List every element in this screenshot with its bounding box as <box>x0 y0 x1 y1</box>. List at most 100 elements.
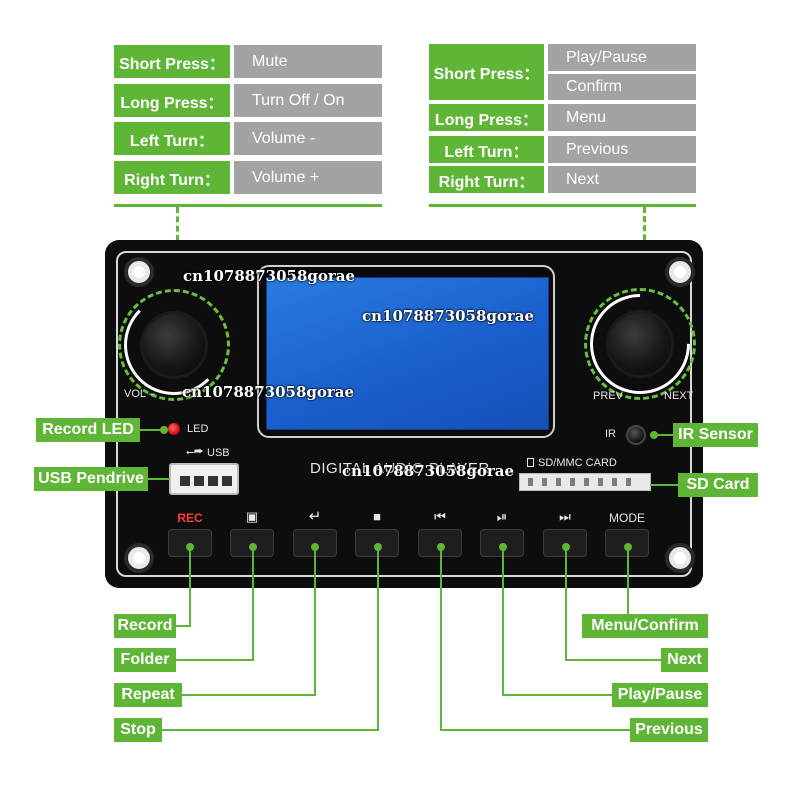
right-knob-prev-label: PREV <box>593 390 623 402</box>
left-knob-guide-ring <box>118 289 230 401</box>
usb-pin <box>180 476 190 486</box>
board-frame <box>116 251 692 577</box>
usb-pendrive-callout: USB Pendrive <box>34 467 148 491</box>
led-label: LED <box>187 423 209 435</box>
board-title: DIGITAL AUDIO PLAYER <box>310 460 490 477</box>
left-left-turn-value: Volume - <box>234 122 382 155</box>
left-short-press-label: Short Press： <box>114 45 230 78</box>
sd-pin <box>570 478 575 486</box>
next-icon: ⏭ <box>559 509 571 524</box>
sd-pin <box>626 478 631 486</box>
next-callout: Next <box>661 648 708 672</box>
right-knob-next-label: NEXT <box>664 390 694 402</box>
stop-icon: ■ <box>373 509 381 524</box>
previous-icon: ⏮ <box>434 509 446 524</box>
play-pause-leader-h <box>502 694 612 696</box>
stop-leader-h <box>162 729 379 731</box>
stop-leader-v <box>377 547 379 731</box>
left-table-underline <box>114 204 382 207</box>
menu-confirm-callout: Menu/Confirm <box>582 614 708 638</box>
sd-card-slot[interactable] <box>519 473 651 491</box>
mount-hole-bottom-left <box>124 543 154 573</box>
sd-pin <box>542 478 547 486</box>
right-short-press-value-2: Confirm <box>548 74 696 100</box>
rec-button-label: REC <box>177 511 203 525</box>
left-right-turn-value: Volume + <box>234 161 382 194</box>
sd-card-callout: SD Card <box>678 473 758 497</box>
record-leader-v <box>189 547 191 627</box>
watermark: cn1078873058gorae <box>182 383 355 401</box>
folder-leader-h <box>174 659 254 661</box>
right-short-press-label: Short Press： <box>429 44 544 100</box>
next-leader-h <box>565 659 661 661</box>
play-pause-icon: ⏯ <box>496 509 508 524</box>
usb-pin <box>194 476 204 486</box>
ir-sensor <box>626 425 646 445</box>
record-led-leader-dot <box>160 426 168 434</box>
right-right-turn-value: Next <box>548 166 696 193</box>
right-long-press-value: Menu <box>548 104 696 131</box>
previous-leader-v <box>440 547 442 731</box>
watermark: cn1078873058gorae <box>362 307 535 325</box>
ir-label: IR <box>605 428 616 440</box>
play-pause-leader-v <box>502 547 504 696</box>
mount-hole-top-left <box>124 257 154 287</box>
watermark: cn1078873058gorae <box>183 267 356 285</box>
sd-card-icon <box>527 458 534 467</box>
folder-icon: ▣ <box>245 509 259 524</box>
sd-pin <box>598 478 603 486</box>
sd-pin <box>528 478 533 486</box>
right-short-press-value-1: Play/Pause <box>548 44 696 71</box>
mount-hole-bottom-right <box>665 543 695 573</box>
volume-knob-label: VOL – <box>124 388 155 400</box>
record-led-callout: Record LED <box>36 418 140 442</box>
record-leader-h <box>174 625 191 627</box>
stop-callout: Stop <box>114 718 162 742</box>
mode-button-label: MODE <box>609 511 645 525</box>
next-leader-v <box>565 547 567 661</box>
mount-hole-top-right <box>665 257 695 287</box>
right-knob-guide-ring <box>584 288 696 400</box>
folder-leader-v <box>252 547 254 661</box>
repeat-leader-h <box>180 694 316 696</box>
record-led <box>168 423 180 435</box>
ir-sensor-callout: IR Sensor <box>673 423 758 447</box>
right-table-underline <box>429 204 696 207</box>
record-led-leader <box>140 429 164 431</box>
repeat-icon: ↵ <box>308 508 322 525</box>
sd-card-leader <box>650 484 678 486</box>
menu-confirm-leader-v <box>627 547 629 615</box>
usb-port[interactable] <box>169 463 239 495</box>
sd-pin <box>556 478 561 486</box>
usb-label: USB <box>207 447 230 459</box>
left-knob-rotation-arrow-icon <box>124 295 224 395</box>
usb-symbol-icon: ⭠⮫ <box>186 447 204 458</box>
record-callout: Record <box>114 614 176 638</box>
right-long-press-label: Long Press： <box>429 104 544 131</box>
usb-pin <box>222 476 232 486</box>
repeat-leader-v <box>314 547 316 696</box>
right-left-turn-value: Previous <box>548 136 696 163</box>
left-short-press-value: Mute <box>234 45 382 78</box>
sd-pin <box>584 478 589 486</box>
right-left-turn-label: Left Turn： <box>429 136 544 163</box>
previous-callout: Previous <box>630 718 708 742</box>
right-right-turn-label: Right Turn： <box>429 166 544 193</box>
lcd-screen <box>266 277 549 430</box>
usb-pendrive-leader <box>148 478 170 480</box>
volume-knob[interactable] <box>143 314 205 376</box>
ir-sensor-leader-dot <box>650 431 658 439</box>
ir-sensor-leader <box>653 434 673 436</box>
folder-callout: Folder <box>114 648 176 672</box>
play-pause-callout: Play/Pause <box>612 683 708 707</box>
left-long-press-value: Turn Off / On <box>234 84 382 117</box>
left-left-turn-label: Left Turn： <box>114 122 230 155</box>
sd-card-label: SD/MMC CARD <box>538 457 617 469</box>
previous-leader-h <box>440 729 630 731</box>
repeat-callout: Repeat <box>114 683 182 707</box>
mode-knob[interactable] <box>609 313 671 375</box>
usb-pin <box>208 476 218 486</box>
sd-pin <box>612 478 617 486</box>
watermark: cn1078873058gorae <box>342 462 515 480</box>
